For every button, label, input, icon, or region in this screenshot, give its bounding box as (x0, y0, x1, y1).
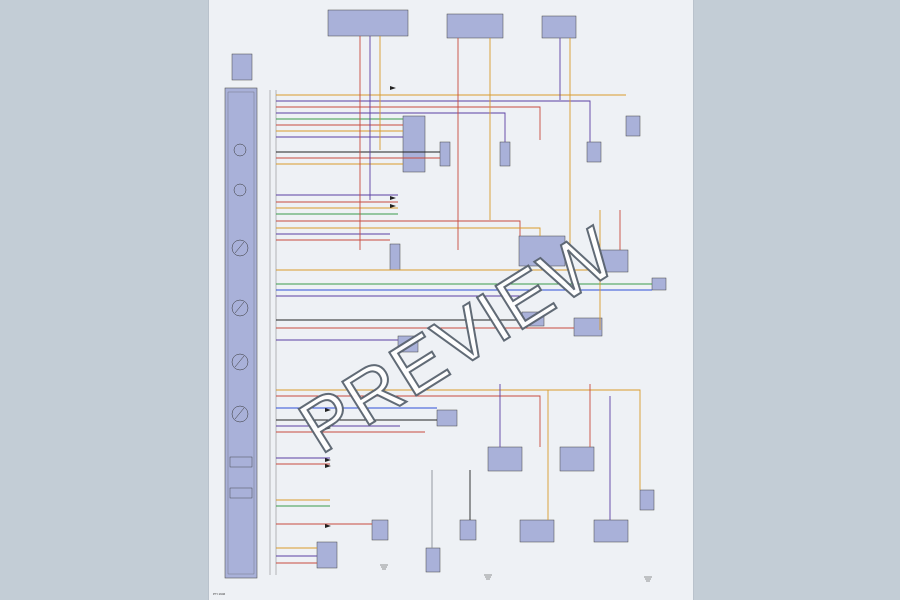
indicator-odometer (229, 487, 253, 499)
brake-switch (231, 53, 253, 81)
door-switch (625, 115, 641, 137)
gauge-low-fuel (233, 143, 247, 157)
instrument-cluster (224, 87, 258, 579)
gauge-coolant (231, 405, 249, 423)
gauge-tachometer (231, 299, 249, 317)
diagram-code: PTI 1946 (213, 592, 226, 596)
coolant-temp-sensor (499, 141, 511, 167)
body-control-module (573, 317, 603, 337)
oil-pressure-switch (586, 141, 602, 163)
fuse-panel (446, 13, 504, 39)
abs-control-module (487, 446, 523, 472)
data-link-connector (651, 277, 667, 291)
instrument-cluster-inner (227, 91, 255, 575)
steering-wheel-controls (519, 519, 555, 543)
dimmer-switch (371, 519, 389, 541)
fuel-level-sender (439, 141, 451, 167)
radio-dimming (316, 541, 338, 569)
anti-theft-module (397, 335, 419, 353)
wires (276, 36, 652, 564)
headlamp-switch (425, 547, 441, 573)
ground-symbols (380, 564, 652, 582)
gauge-speedometer (231, 239, 249, 257)
steering-column-module (593, 519, 629, 543)
fluid-level-sensor (541, 15, 577, 39)
hood-switch (639, 489, 655, 511)
gauge-fuel (231, 353, 249, 371)
reference-arrows (325, 86, 396, 528)
relay-module (518, 235, 566, 267)
indicator-clock (229, 456, 253, 468)
parking-brake-switch (521, 311, 545, 327)
airbag-module (559, 446, 595, 472)
ignition-switch (327, 9, 409, 37)
turn-signal-switch (459, 519, 477, 541)
seatbelt-switch (436, 409, 458, 427)
gauge-check-engine (233, 183, 247, 197)
relay-b (599, 249, 629, 273)
speed-sensor (389, 243, 401, 271)
engine-control-module (402, 115, 426, 173)
